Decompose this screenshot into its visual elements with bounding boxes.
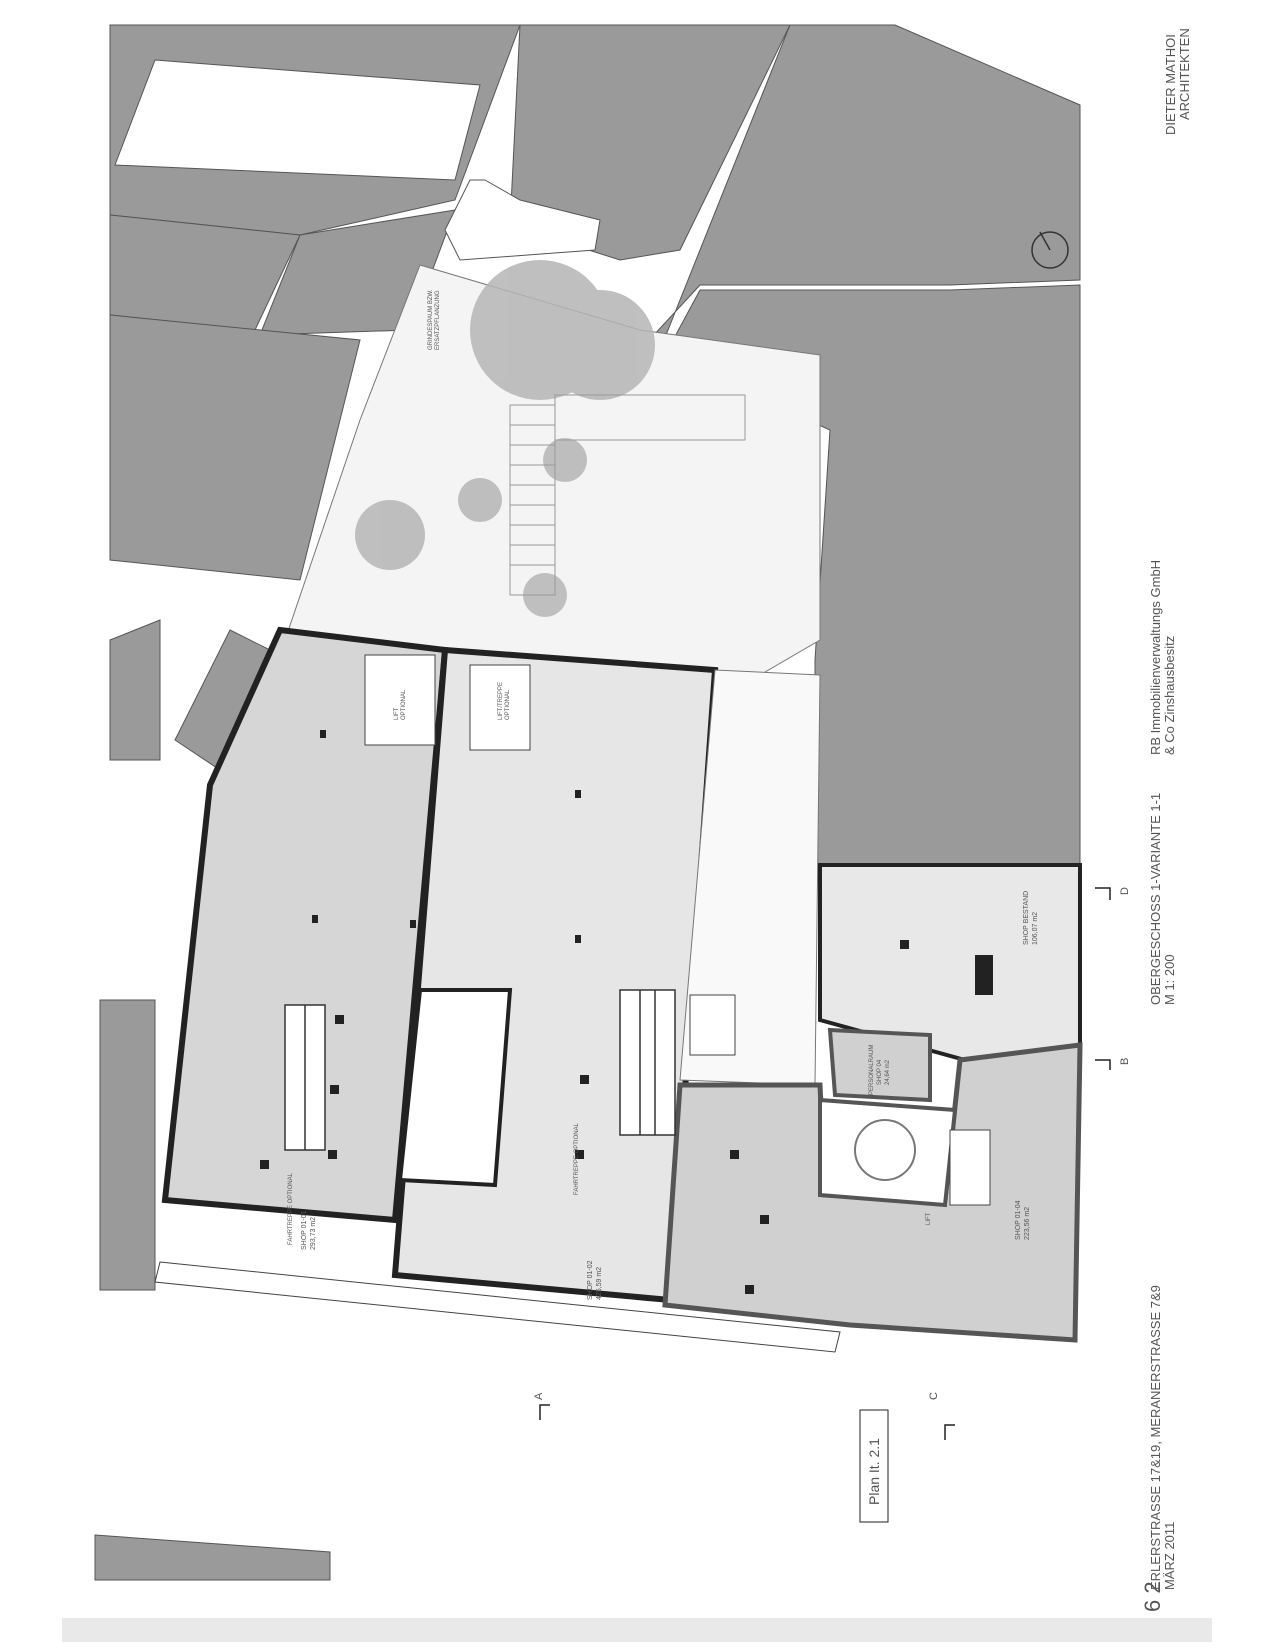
section-mark-a: A	[533, 1392, 545, 1400]
section-marks	[539, 887, 1111, 1440]
columns	[260, 730, 993, 1294]
north-arrow-icon	[1031, 231, 1069, 269]
room-label-shop-01-01: SHOP 01-01	[301, 1210, 308, 1250]
section-mark-d: D	[1119, 887, 1131, 895]
lift-note-2: OPTIONAL	[505, 689, 511, 720]
shop-01-02	[391, 646, 719, 1304]
room-sub-personal: SHOP 04	[877, 1059, 883, 1085]
light-wells	[114, 59, 601, 261]
signature: 6 2	[1140, 1581, 1165, 1612]
lift-label-1: LIFT	[394, 707, 400, 720]
client-name: RB Immobilienverwaltungs GmbH	[1148, 560, 1163, 755]
drawing-title: OBERGESCHOSS 1-VARIANTE 1-1	[1148, 793, 1163, 1005]
stairs-upper	[364, 654, 991, 1206]
personal-room	[827, 1027, 932, 1103]
section-mark-b: B	[1119, 1058, 1131, 1065]
room-label-shop-bestand: SHOP BESTAND	[1023, 891, 1030, 945]
stair-core-1	[397, 988, 513, 1188]
client-suffix: & Co Zinshausbesitz	[1162, 636, 1177, 755]
lift-small-label: LIFT	[926, 1212, 932, 1225]
courtyard-label: GRINDESPAUM BZW.	[428, 289, 434, 350]
room-area-personal: 24,64 m2	[885, 1059, 891, 1085]
courtyard-trees	[355, 260, 655, 617]
room-area-shop-01-04: 223,56 m2	[1024, 1207, 1031, 1240]
office-name: DIETER MATHOI	[1163, 34, 1178, 135]
room-area-shop-bestand: 106,07 m2	[1032, 912, 1039, 945]
shop-01-01	[161, 626, 449, 1224]
office-suffix: ARCHITEKTEN	[1177, 28, 1192, 120]
escalator-2	[619, 989, 676, 1136]
room-label-shop-01-02: SHOP 01-02	[587, 1260, 594, 1300]
section-mark-c: C	[928, 1392, 940, 1400]
lift-note-1: OPTIONAL	[401, 689, 407, 720]
room-area-shop-01-01: 293,73 m2	[310, 1217, 317, 1250]
courtyard-note: ERSATZPFLANZUNG	[435, 290, 441, 350]
lift-label-2: LIFT/TREPPE	[498, 682, 504, 720]
escalator-1	[284, 1004, 326, 1151]
courtyard-steps	[509, 394, 746, 596]
spiral-stair	[854, 1119, 916, 1181]
project-date: MÄRZ 2011	[1162, 1522, 1177, 1590]
scan-edge	[62, 1618, 1212, 1642]
room-area-shop-01-02: 425,59 m2	[596, 1267, 603, 1300]
drawing-scale: M 1: 200	[1162, 954, 1177, 1005]
plan-label: Plan It. 2.1	[866, 1438, 882, 1505]
stair-core-2	[818, 1097, 958, 1208]
room-note-shop-01-02: FAHRTREPPE OPTIONAL	[574, 1122, 580, 1195]
room-label-personal: PERSONALRAUM	[869, 1045, 875, 1095]
plan-label-box	[859, 1409, 889, 1523]
room-note-shop-01-01: FAHRTREPPE OPTIONAL	[288, 1172, 294, 1245]
project-address: ERLERSTRASSE 17&19, MERANERSTRASSE 7&9	[1148, 1285, 1163, 1590]
room-label-shop-01-04: SHOP 01-04	[1015, 1200, 1022, 1240]
facade-strip	[154, 1261, 841, 1353]
